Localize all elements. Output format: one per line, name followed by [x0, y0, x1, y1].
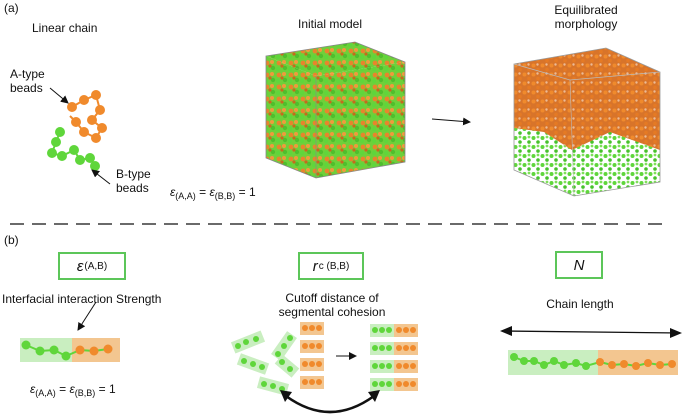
cohesion-schematic [230, 322, 418, 414]
linear-chain-diagram [47, 87, 111, 185]
epsilon-ab-box: ε(A,B) [58, 252, 126, 280]
panel-a-label: (a) [4, 1, 19, 15]
initial-model-title: Initial model [297, 17, 363, 31]
chain-length-label: Chain length [546, 297, 614, 311]
interaction-strength-label: Interfacial interaction Strength [2, 292, 162, 306]
equilibrated-morphology-cube [513, 47, 661, 197]
epsilon-equation-a: ε(A,A) = ε(B,B) = 1 [170, 185, 256, 201]
interaction-chain-diagram [20, 301, 120, 362]
initial-model-cube [265, 41, 406, 179]
panel-b-label: (b) [4, 233, 19, 247]
cutoff-distance-label: Cutoff distance of segmental cohesion [278, 291, 386, 319]
a-type-label: A-type beads [10, 67, 45, 95]
b-type-label: B-type beads [116, 167, 151, 195]
process-arrow [431, 117, 471, 126]
chain-length-box: N [555, 251, 603, 279]
chain-length-diagram [500, 326, 682, 375]
epsilon-equation-b: ε(A,A) = ε(B,B) = 1 [30, 382, 116, 398]
linear-chain-title: Linear chain [32, 21, 98, 35]
equilibrated-title: Equilibrated morphology [554, 3, 618, 31]
